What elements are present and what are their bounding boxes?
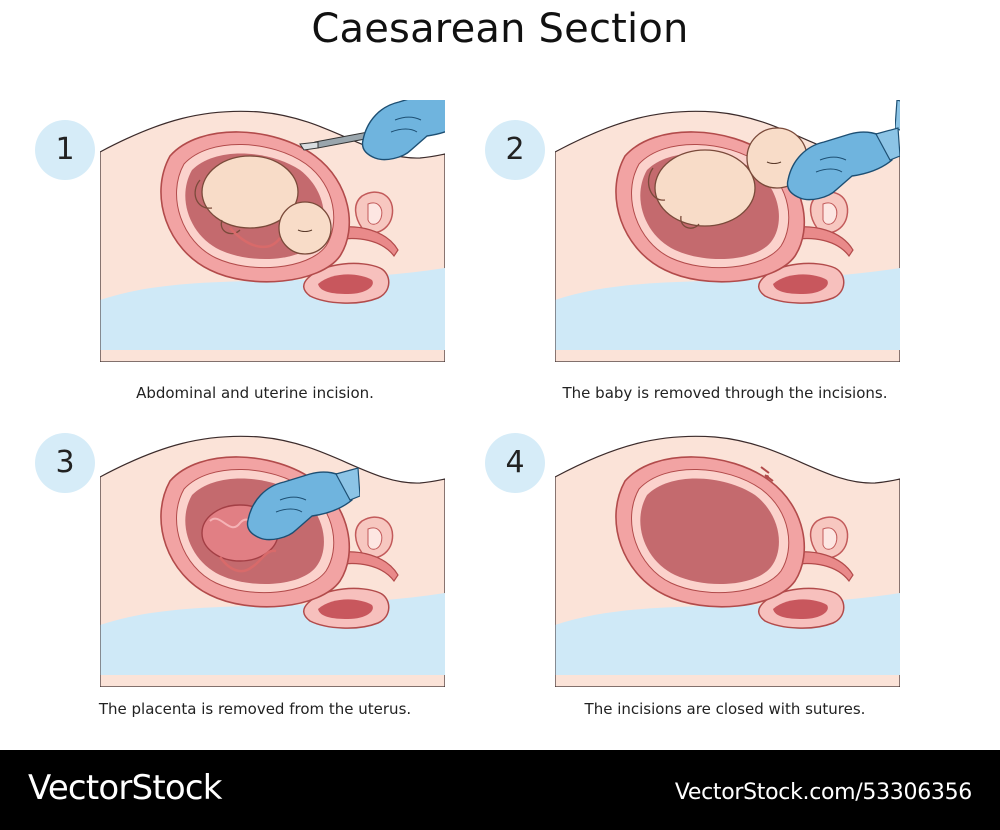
suture-marks (760, 466, 774, 482)
step-number-badge: 1 (35, 120, 95, 180)
fetus-icon (194, 155, 332, 255)
panel-step-3: 3 (35, 425, 445, 687)
step-4-caption: The incisions are closed with sutures. (584, 700, 866, 718)
step-number-badge: 4 (485, 433, 545, 493)
abdominal-incision-illustration (100, 100, 445, 362)
panel-step-1: 1 (35, 100, 445, 362)
watermark-bar: VectorStock VectorStock.com/53306356 (0, 750, 1000, 830)
step-number-badge: 3 (35, 433, 95, 493)
step-2-caption: The baby is removed through the incision… (562, 384, 888, 402)
gloved-hand-icon (361, 100, 445, 161)
placenta-removal-illustration (100, 435, 445, 687)
watermark-image-id: VectorStock.com/53306356 (674, 780, 972, 805)
sutured-uterus-illustration (555, 435, 900, 687)
step-3-caption: The placenta is removed from the uterus. (98, 700, 412, 718)
baby-removal-illustration (555, 100, 900, 362)
step-number-badge: 2 (485, 120, 545, 180)
panel-step-4: 4 (485, 425, 900, 687)
fetus-icon (648, 127, 808, 229)
step-1-caption: Abdominal and uterine incision. (136, 384, 374, 402)
watermark-brand: VectorStock (28, 768, 222, 808)
page-title: Caesarean Section (311, 6, 689, 52)
panel-step-2: 2 (485, 100, 900, 362)
